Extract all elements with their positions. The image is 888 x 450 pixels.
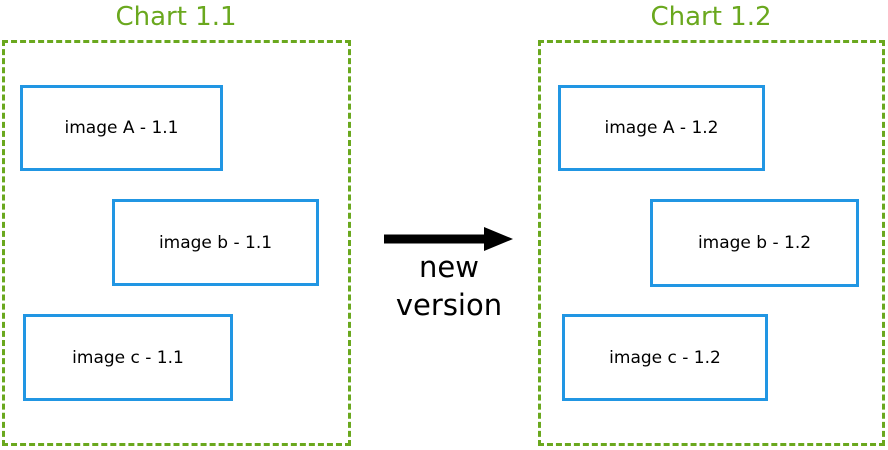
image-box-b-1-2[interactable]: image b - 1.2 bbox=[650, 199, 859, 287]
image-box-label: image A - 1.2 bbox=[604, 118, 719, 138]
chart-title-1-2: Chart 1.2 bbox=[650, 2, 772, 32]
right-arrow-icon bbox=[384, 226, 514, 252]
image-box-label: image c - 1.2 bbox=[609, 347, 721, 368]
image-box-c-1-2[interactable]: image c - 1.2 bbox=[562, 314, 768, 401]
image-box-label: image b - 1.2 bbox=[697, 233, 812, 253]
image-box-label: image b - 1.1 bbox=[158, 232, 273, 253]
image-box-b-1-1[interactable]: image b - 1.1 bbox=[112, 199, 319, 286]
arrow-caption-line-2: version bbox=[395, 288, 503, 322]
chart-group-1-2 bbox=[538, 40, 885, 446]
image-box-label: image c - 1.1 bbox=[72, 347, 184, 368]
image-box-a-1-1[interactable]: image A - 1.1 bbox=[20, 85, 223, 171]
image-box-c-1-1[interactable]: image c - 1.1 bbox=[23, 314, 233, 401]
image-box-a-1-2[interactable]: image A - 1.2 bbox=[558, 85, 765, 171]
chart-title-1-1: Chart 1.1 bbox=[115, 2, 237, 32]
arrow-caption: new version bbox=[375, 248, 523, 324]
chart-group-1-1 bbox=[2, 40, 351, 446]
arrow-caption-line-1: new bbox=[419, 250, 479, 284]
image-box-label: image A - 1.1 bbox=[64, 118, 179, 138]
